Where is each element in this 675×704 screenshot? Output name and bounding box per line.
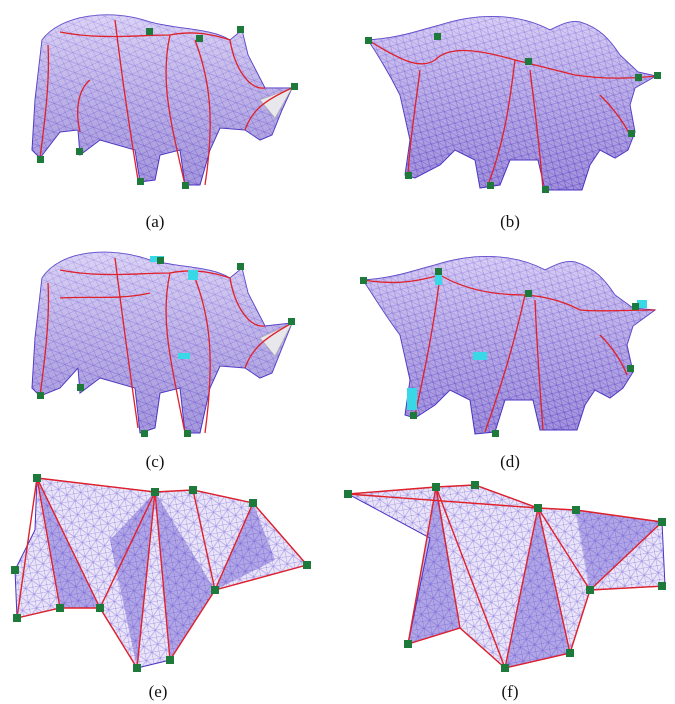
rhino-mesh-a [20,0,320,200]
caption-e: (e) [128,682,188,702]
panel-f [340,478,670,678]
panel-e [5,470,325,680]
caption-a: (a) [125,212,185,232]
caption-d: (d) [480,452,540,472]
caption-c: (c) [125,452,185,472]
caption-b: (b) [480,212,540,232]
caption-f: (f) [480,682,540,702]
flattened-mesh-f [340,478,670,678]
panel-b [360,0,670,200]
panel-a [20,0,320,200]
rhino-mesh-c [20,238,320,443]
triceratops-mesh-d [355,240,670,440]
flattened-mesh-e [5,470,325,680]
panel-d [355,240,670,440]
triceratops-mesh-b [360,0,670,200]
panel-c [20,238,320,443]
